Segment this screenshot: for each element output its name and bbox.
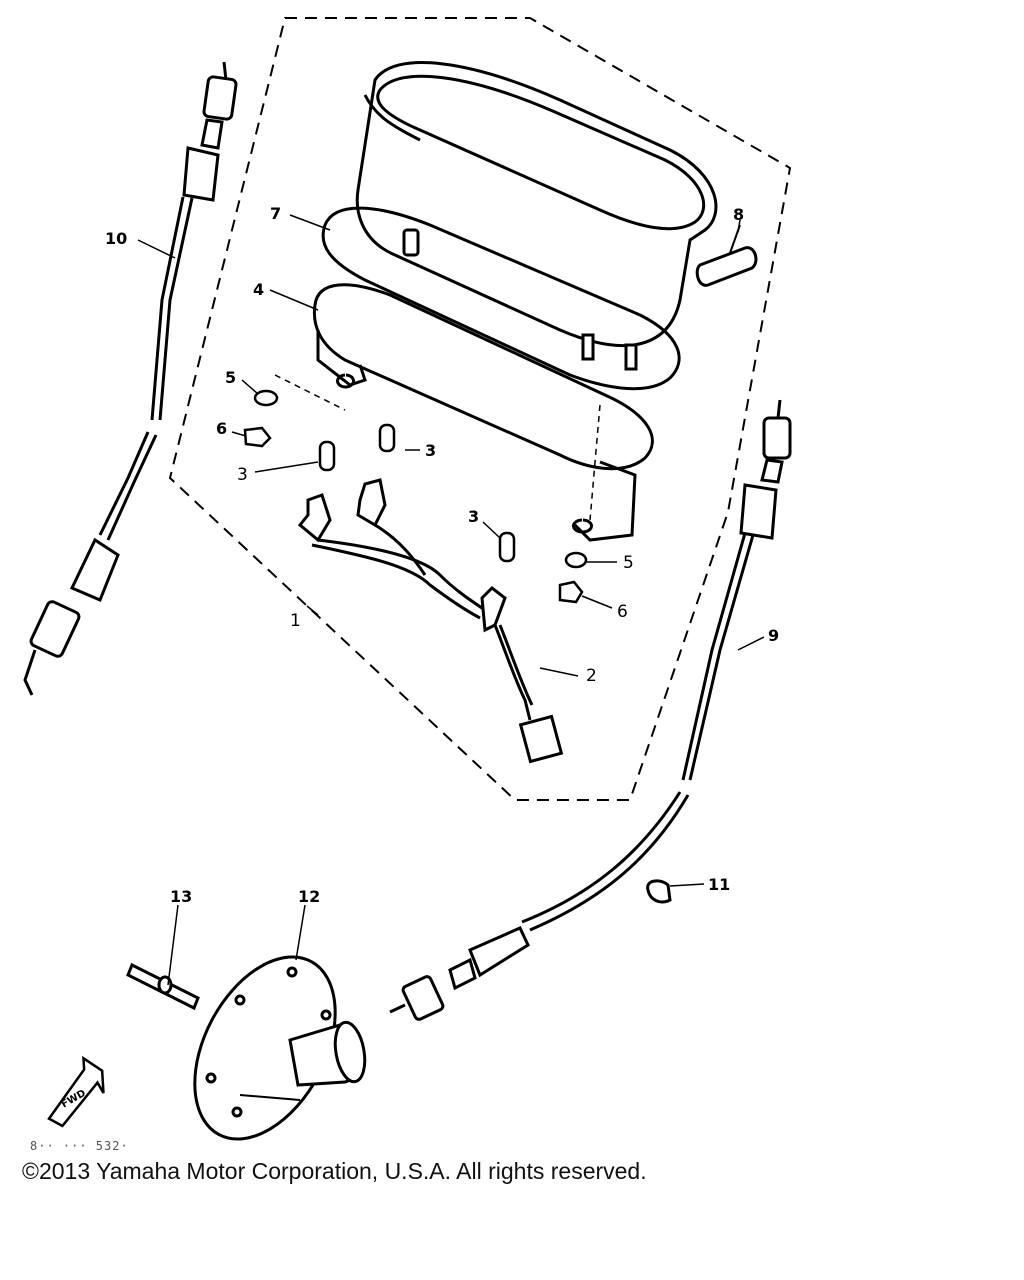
callout-3-b: 3 (425, 441, 436, 460)
callout-3-c: 3 (468, 507, 479, 526)
nut-part-6-right (558, 580, 584, 604)
callout-6-right: 6 (617, 602, 628, 622)
callout-7: 7 (270, 204, 281, 223)
callout-6-left: 6 (216, 419, 227, 438)
callout-1: 1 (290, 611, 301, 631)
cable-part-9 (389, 399, 792, 1021)
callout-11: 11 (708, 875, 730, 894)
bulb-part-3-c (498, 531, 516, 563)
copyright-notice: ©2013 Yamaha Motor Corporation, U.S.A. A… (22, 1158, 647, 1184)
bracket-part-4 (312, 283, 654, 542)
assembly-boundary (168, 17, 792, 801)
gear-housing-part-12 (193, 955, 367, 1141)
leader-dash-1 (274, 374, 346, 411)
nut-part-6-left (243, 426, 272, 448)
leader-lines (137, 214, 765, 986)
cable-part-10 (23, 61, 238, 696)
leader-dash-2 (589, 404, 601, 521)
grommet-part-8 (695, 224, 758, 287)
bulb-part-3-b (378, 423, 396, 453)
meter-housing (355, 61, 718, 371)
bolt-part-13 (126, 962, 200, 1011)
forward-arrow-icon: FWD (47, 1055, 105, 1128)
wire-harness-part-2 (297, 478, 564, 764)
callout-8: 8 (733, 205, 744, 224)
callout-2: 2 (586, 666, 597, 686)
washer-part-5-left (253, 389, 279, 407)
bulb-part-3-a (318, 440, 336, 472)
callout-12: 12 (298, 887, 320, 906)
callout-5-right: 5 (623, 553, 634, 573)
callout-10: 10 (105, 229, 127, 248)
callout-3-a: 3 (237, 465, 248, 485)
clip-part-11 (646, 879, 672, 904)
callout-9: 9 (768, 626, 779, 645)
callout-5-left: 5 (225, 368, 236, 387)
drawing-code: 8·· ··· 532· (30, 1139, 129, 1153)
callout-13: 13 (170, 887, 192, 906)
callout-4: 4 (253, 280, 264, 299)
washer-part-5-right (564, 551, 588, 569)
gasket-part-7 (321, 206, 681, 391)
